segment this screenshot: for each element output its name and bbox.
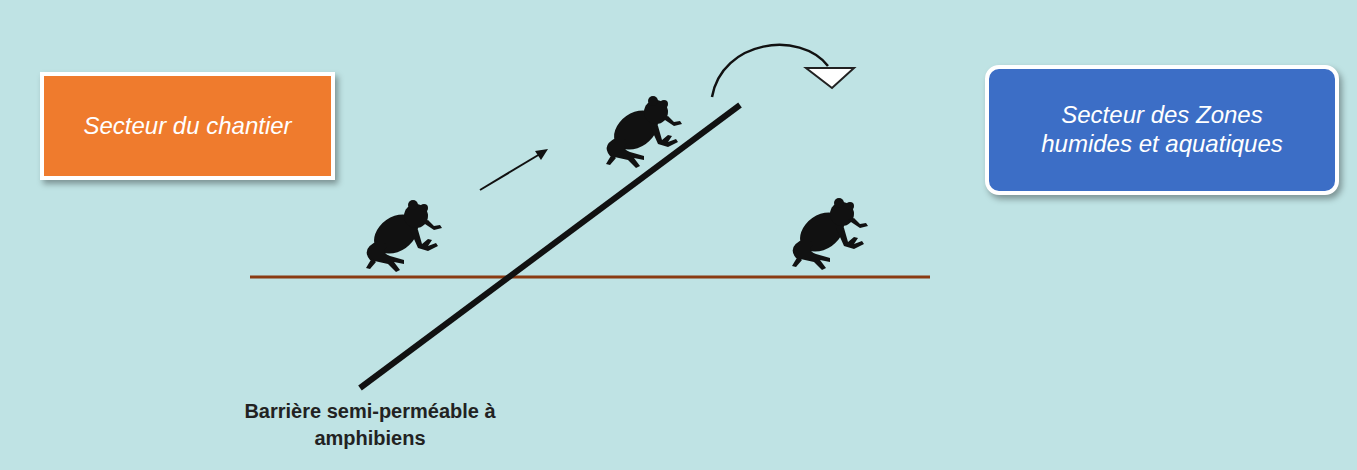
frog <box>792 198 868 270</box>
direction-arrow <box>480 154 540 190</box>
sector-label: Secteur du chantier <box>83 112 291 141</box>
arrow-head <box>535 149 548 160</box>
barrier-caption: Barrière semi-perméable à amphibiens <box>200 398 540 452</box>
frog <box>606 96 682 168</box>
sector-box: Secteur du chantier <box>40 72 335 180</box>
hollow-arrow-head <box>806 68 854 88</box>
sector-box: Secteur des Zones humides et aquatiques <box>985 65 1339 195</box>
ground-line <box>250 276 930 279</box>
barrier-line <box>360 105 740 388</box>
frog <box>366 200 442 272</box>
sector-label: Secteur des Zones humides et aquatiques <box>1013 101 1311 159</box>
